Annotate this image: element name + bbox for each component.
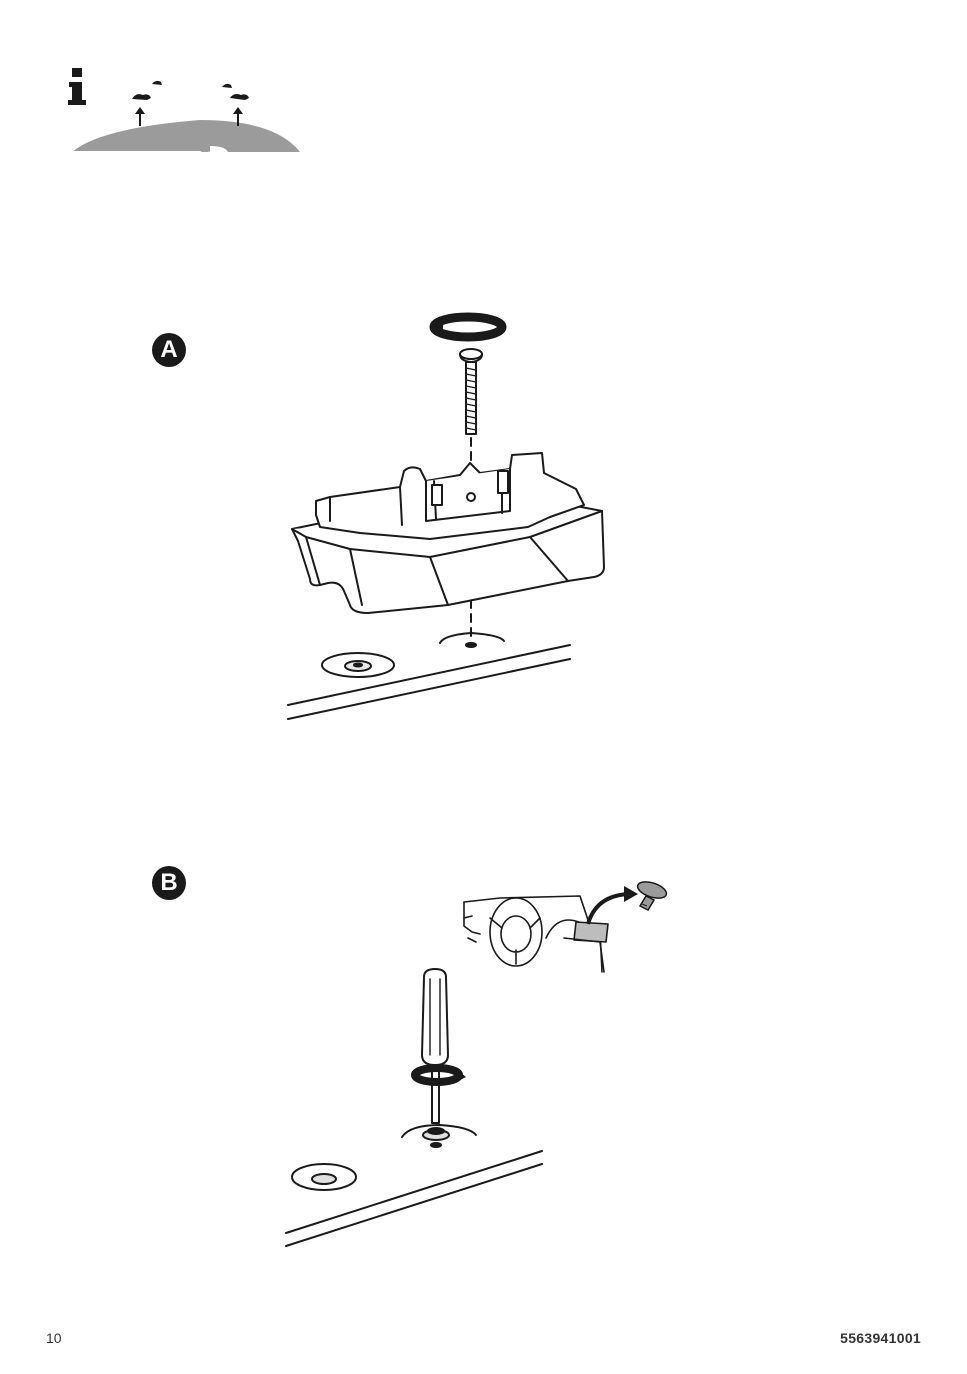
- bolt: [459, 348, 483, 435]
- info-icon: [68, 68, 86, 105]
- step-a-label: A: [160, 336, 178, 363]
- tool-bit: [636, 881, 668, 911]
- up-arrow-icon: [135, 107, 145, 126]
- roof-rail: [285, 1124, 543, 1247]
- roof-rack-foot: [291, 452, 605, 614]
- car-interior-illustration: [460, 878, 675, 978]
- step-a-illustration: [280, 305, 620, 735]
- up-arrow-icon: [233, 107, 243, 126]
- screwdriver: [421, 968, 449, 1124]
- document-number: 5563941001: [840, 1330, 921, 1346]
- step-b-badge: B: [152, 866, 186, 900]
- rotate-clockwise-icon: [411, 1064, 466, 1086]
- curved-arrow-icon: [586, 886, 638, 925]
- step-b-illustration: [280, 965, 550, 1250]
- cover-piece: [152, 80, 162, 85]
- roof-rail: [287, 632, 571, 720]
- cover-piece: [230, 94, 249, 100]
- info-section: [60, 60, 310, 160]
- cover-piece: [222, 83, 232, 88]
- info-roof-illustration: [68, 68, 300, 155]
- roof-shape: [72, 120, 300, 152]
- step-a-badge: A: [152, 333, 186, 367]
- step-b-label: B: [160, 869, 178, 896]
- rotate-clockwise-icon: [429, 312, 507, 342]
- page-number: 10: [46, 1330, 62, 1346]
- steering-wheel: [489, 897, 543, 967]
- cover-piece: [132, 94, 151, 100]
